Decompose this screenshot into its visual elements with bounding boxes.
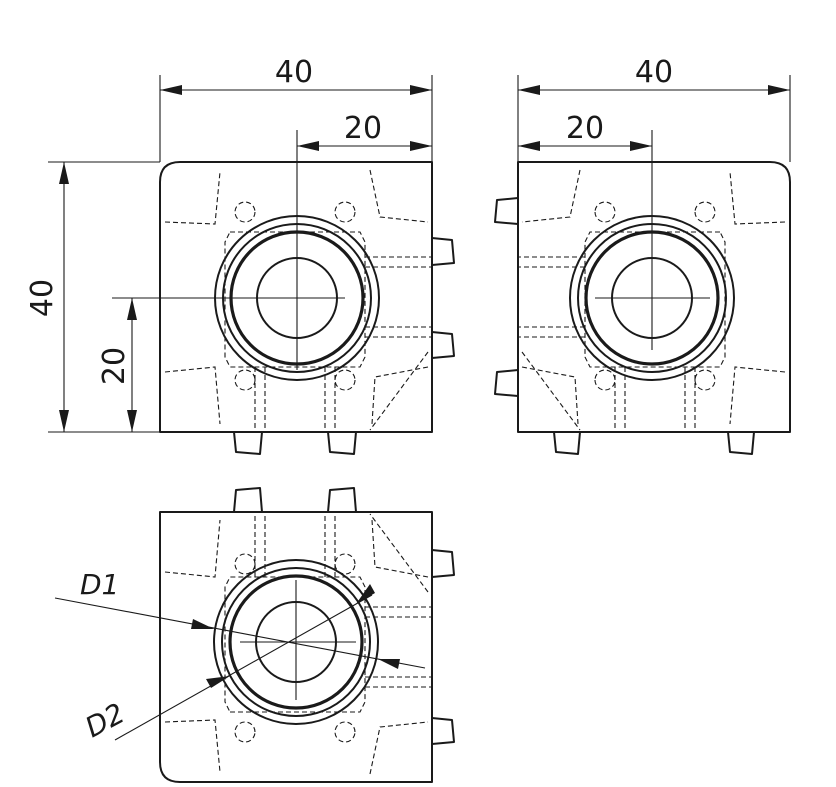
nub [553, 431, 581, 455]
dimension-half-top-right: 20 [518, 111, 652, 151]
dimension-half-height-left: 20 [97, 298, 137, 432]
nub [327, 431, 357, 455]
dimension-label: 40 [25, 279, 60, 317]
nub [233, 487, 263, 513]
dimension-width-top-left: 40 [159, 55, 433, 162]
dimension-half-top-left: 20 [297, 111, 432, 151]
block-outline [517, 161, 791, 433]
block-outline [159, 161, 433, 433]
dimension-height-left: 40 [25, 161, 160, 433]
dimension-width-top-right: 40 [517, 55, 791, 162]
view-bottom [159, 487, 455, 783]
nub [494, 197, 519, 225]
view-top-left [112, 130, 455, 455]
view-top-right [494, 130, 791, 455]
diameter-label-d2: D2 [80, 697, 130, 745]
dimension-label: 40 [635, 55, 673, 90]
nub [431, 331, 455, 359]
nub [431, 237, 455, 266]
diameter-label-d1: D1 [80, 568, 119, 601]
nub [233, 431, 263, 455]
dimension-label: 40 [275, 55, 313, 90]
dimension-label: 20 [344, 111, 382, 146]
nub [431, 549, 455, 578]
dimension-label: 20 [566, 111, 604, 146]
dimension-label: 20 [97, 347, 132, 385]
nub [494, 369, 519, 397]
nub [431, 717, 455, 745]
leader-d1: D1 [54, 568, 426, 669]
nub [727, 431, 755, 455]
nub [327, 487, 357, 513]
